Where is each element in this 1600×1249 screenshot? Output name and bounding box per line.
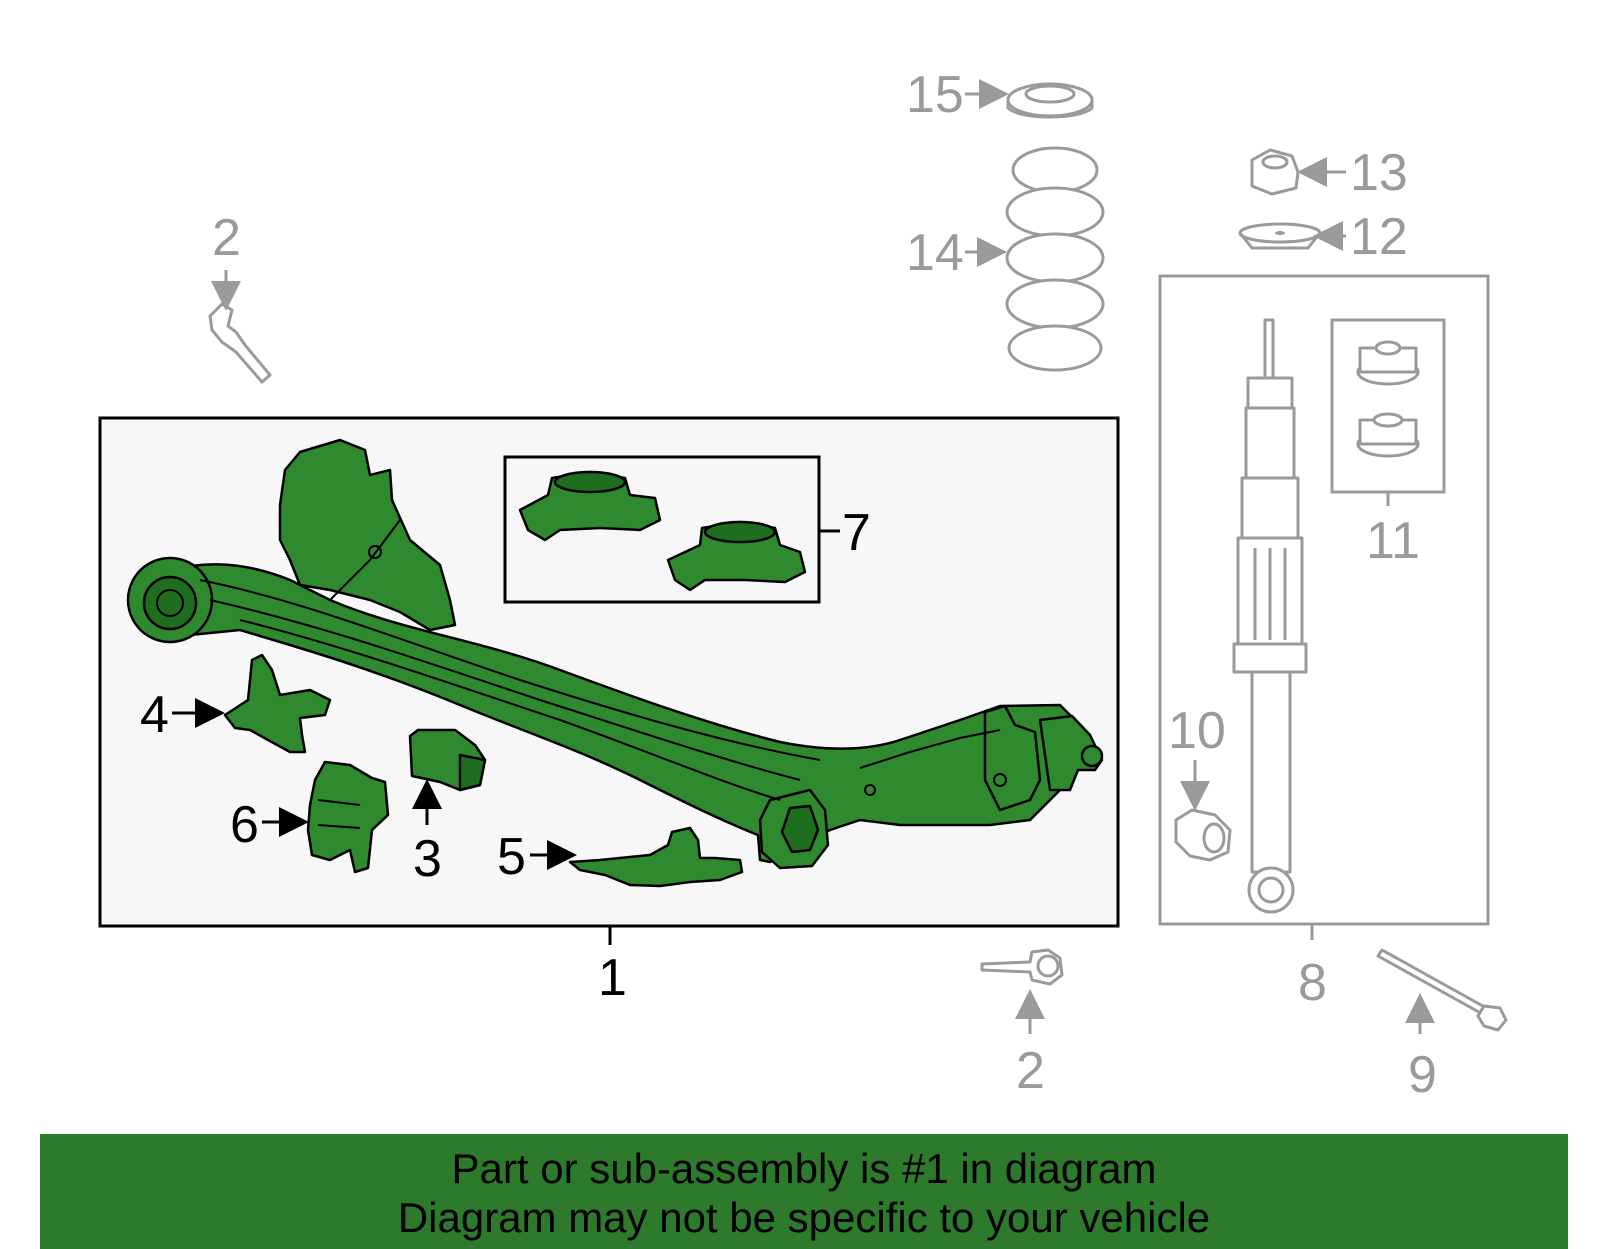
washer-part-12[interactable] xyxy=(1238,222,1322,250)
callout-11[interactable]: 11 xyxy=(1366,512,1420,570)
callout-4[interactable]: 4 xyxy=(140,686,169,744)
shock-absorber-group[interactable] xyxy=(1158,274,1490,940)
callout-3[interactable]: 3 xyxy=(413,830,442,888)
spring-seat-group[interactable] xyxy=(503,455,840,604)
callout-12[interactable]: 12 xyxy=(1350,208,1408,266)
bolt-part-2-top[interactable] xyxy=(208,302,272,384)
callout-7[interactable]: 7 xyxy=(842,504,871,562)
nut-part-13[interactable] xyxy=(1250,148,1300,196)
callout-9[interactable]: 9 xyxy=(1408,1046,1437,1104)
mount-part-6[interactable] xyxy=(306,760,390,874)
callout-15[interactable]: 15 xyxy=(906,66,964,124)
rear-axle-beam[interactable] xyxy=(126,438,1104,870)
notice-line-2: Diagram may not be specific to your vehi… xyxy=(397,1194,1211,1241)
mount-bushing-group-part-11[interactable] xyxy=(1330,318,1446,506)
callout-8[interactable]: 8 xyxy=(1298,954,1327,1012)
callout-2-top[interactable]: 2 xyxy=(212,209,241,267)
bracket-part-4[interactable] xyxy=(223,653,332,754)
coil-spring-part-14[interactable] xyxy=(1005,146,1105,372)
notice-line-1: Part or sub-assembly is #1 in diagram xyxy=(451,1145,1157,1192)
callout-13[interactable]: 13 xyxy=(1350,144,1408,202)
leader-lines xyxy=(172,79,1435,1034)
callout-10[interactable]: 10 xyxy=(1168,702,1226,760)
callout-5[interactable]: 5 xyxy=(497,828,526,886)
callout-6[interactable]: 6 xyxy=(230,796,259,854)
bolt-part-2-bottom[interactable] xyxy=(980,948,1064,986)
callout-14[interactable]: 14 xyxy=(906,224,964,282)
callout-1[interactable]: 1 xyxy=(598,949,627,1007)
bolt-part-9[interactable] xyxy=(1376,948,1508,1032)
bushing-part-10[interactable] xyxy=(1174,808,1232,862)
callout-2-bottom[interactable]: 2 xyxy=(1016,1042,1045,1100)
bracket-part-5[interactable] xyxy=(568,826,744,888)
upper-spring-seat-part-15[interactable] xyxy=(1006,82,1094,119)
notice-banner: Part or sub-assembly is #1 in diagram Di… xyxy=(40,1134,1568,1249)
